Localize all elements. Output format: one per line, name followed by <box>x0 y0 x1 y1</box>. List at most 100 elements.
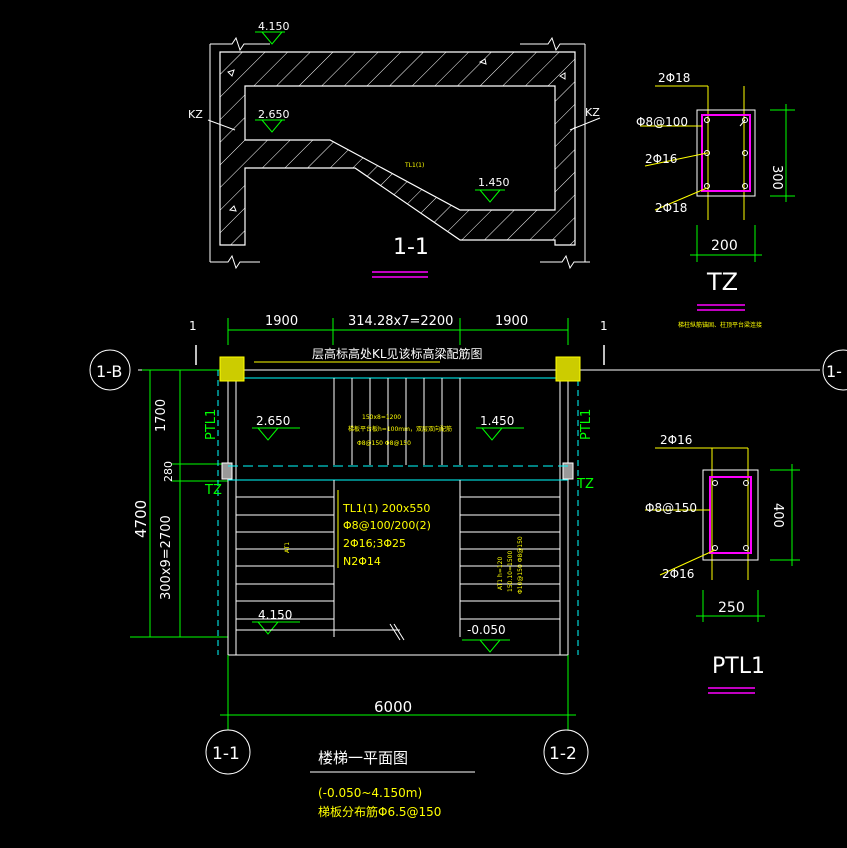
tz-mid-bar-label: 2Φ16 <box>645 152 677 166</box>
tz-bar-ml <box>704 150 710 156</box>
plan-subtitle: (-0.050~4.150m) <box>318 786 422 800</box>
section-1-1: 4.150 2.650 1.450 KZ KZ TL1(1) 1-1 <box>188 20 601 278</box>
plan-cut-left-label: 1 <box>189 319 197 333</box>
axis-12-label: 1-2 <box>549 744 577 764</box>
plan-dim-1700-label: 1700 <box>154 399 169 432</box>
plan-tl1-line1: TL1(1) 200x550 <box>342 502 430 515</box>
plan-elev-landing-right: 1.450 <box>480 414 514 428</box>
plan-elev-landing-right-marker <box>481 427 503 441</box>
plan-tz-left <box>221 462 233 480</box>
tz-outline <box>696 109 756 197</box>
section-concrete-body <box>219 51 576 246</box>
elev-marker-mid-left <box>261 119 283 133</box>
section-slab-tag: TL1(1) <box>404 162 424 169</box>
plan-dim-mid-label: 314.28x7=2200 <box>348 314 453 329</box>
plan-dim-280-label: 280 <box>162 461 175 482</box>
plan-break-mark <box>389 623 405 641</box>
tz-note: 梯柱纵筋锚固、柱顶平台梁连接 <box>678 321 762 329</box>
plan-ptl1-right-label: PTL1 <box>579 409 594 440</box>
kz-left-leader <box>207 119 236 131</box>
stair-plan: 1900 314.28x7=2200 1900 1 1 1-B 1- 1700 … <box>89 314 847 819</box>
plan-landing-note-2: 梯板平台板h=100mm，双层双向配筋 <box>348 425 452 433</box>
aggregate-marks <box>227 58 566 212</box>
axis-1c-bubble <box>822 349 847 391</box>
plan-dim-4700-label: 4700 <box>132 500 150 538</box>
kz-left-label: KZ <box>188 108 203 121</box>
elev-marker-top <box>261 31 283 45</box>
ptl1-bottom-leader <box>659 549 716 576</box>
plan-landing-note-3: Φ8@150 Φ8@150 <box>357 440 411 447</box>
ptl1-top-bar-label: 2Φ16 <box>660 433 692 447</box>
plan-elev-bottom-left: 4.150 <box>258 608 292 622</box>
plan-elev-landing-left: 2.650 <box>256 414 290 428</box>
plan-right-treads <box>460 496 560 620</box>
break-line-bottom-left <box>210 254 260 270</box>
plan-upper-step-lines <box>333 378 461 465</box>
section-title: 1-1 <box>393 235 429 260</box>
tz-hook <box>739 119 746 127</box>
plan-at1-right-1: AT1 h=120 <box>497 557 504 590</box>
tz-bottom-bar-label: 2Φ18 <box>655 201 687 215</box>
elev-marker-mid-right <box>479 189 501 203</box>
ptl1-bar-br <box>743 545 749 551</box>
plan-dim-right-label: 1900 <box>495 314 528 329</box>
tz-bar-bl <box>704 183 710 189</box>
plan-tz-right <box>562 462 574 480</box>
plan-cut-right-label: 1 <box>600 319 608 333</box>
plan-dim-left-label: 1900 <box>265 314 298 329</box>
axis-12-bubble <box>543 729 589 775</box>
tz-bar-tl <box>704 117 710 123</box>
plan-tz-right-label: TZ <box>576 477 594 492</box>
break-line-top-right <box>520 36 585 52</box>
axis-1b-label: 1-B <box>96 362 122 381</box>
plan-beam-note: 层高标高处KL见该标高梁配筋图 <box>312 346 483 361</box>
ptl1-bottom-bar-label: 2Φ16 <box>662 567 694 581</box>
plan-tz-left-label: TZ <box>204 483 222 498</box>
axis-11-label: 1-1 <box>212 744 240 764</box>
ptl1-bar-tr <box>743 480 749 486</box>
ptl1-stirrup <box>709 476 752 554</box>
kz-right-label: KZ <box>585 106 600 119</box>
plan-dim-stairs-label: 300x9=2700 <box>159 515 174 600</box>
tz-top-bar-label: 2Φ18 <box>658 71 690 85</box>
plan-at1-right-2: 150.10=1500 <box>507 551 514 592</box>
tz-title: TZ <box>706 268 738 296</box>
ptl1-bar-tl <box>712 480 718 486</box>
tz-width-label: 200 <box>711 238 738 254</box>
break-line-bottom-right <box>540 254 590 270</box>
tz-bar-tr <box>742 117 748 123</box>
kz-right-leader <box>569 117 601 131</box>
plan-column-top-left <box>219 356 245 382</box>
axis-11-bubble <box>205 729 251 775</box>
plan-outline <box>227 369 569 656</box>
plan-elev-bottom-right-marker <box>479 639 501 653</box>
tz-mid-leader <box>644 152 708 167</box>
ptl1-outline <box>702 469 759 561</box>
elev-mid-right-label: 1.450 <box>478 176 510 189</box>
tz-bottom-leader <box>654 187 708 211</box>
tz-stirrup-label: Φ8@100 <box>636 115 688 129</box>
plan-elev-bottom-right: -0.050 <box>467 623 506 637</box>
plan-elev-bottom-left-marker <box>257 621 279 635</box>
plan-dim-6000-label: 6000 <box>374 698 412 716</box>
plan-column-top-right <box>555 356 581 382</box>
tz-height-label: 300 <box>769 165 784 190</box>
ptl1-width-label: 250 <box>718 600 745 616</box>
plan-elev-landing-left-marker <box>257 427 279 441</box>
axis-1c-label: 1- <box>826 362 842 381</box>
break-line-top-left <box>210 36 270 52</box>
plan-landing-note-1: 150x8=1200 <box>362 414 401 421</box>
ptl1-title: PTL1 <box>712 654 765 679</box>
tz-section-detail: 2Φ18 Φ8@100 2Φ16 2Φ18 300 200 TZ 梯柱纵筋锚固、… <box>636 71 795 329</box>
tz-stirrup <box>701 114 751 192</box>
axis-1b-bubble <box>89 349 131 391</box>
tz-bar-br <box>742 183 748 189</box>
ptl1-height-label: 400 <box>770 503 785 528</box>
tz-bar-mr <box>742 150 748 156</box>
plan-at1-left: AT1 <box>284 542 291 553</box>
elev-mid-left-label: 2.650 <box>258 108 290 121</box>
elev-top-label: 4.150 <box>258 20 290 33</box>
plan-tl1-line2: Φ8@100/200(2) <box>343 519 431 532</box>
ptl1-bar-bl <box>712 545 718 551</box>
